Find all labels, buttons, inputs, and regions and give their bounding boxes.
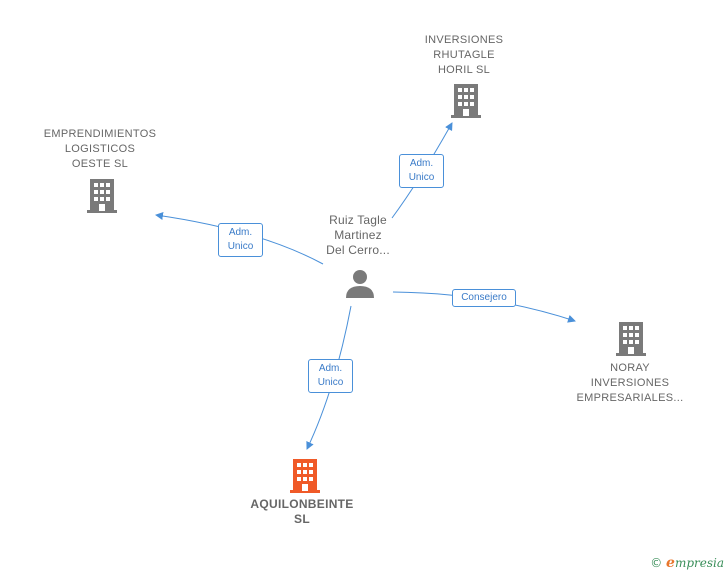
copyright-symbol: ©: [650, 556, 663, 570]
brand-watermark: © empresia: [650, 555, 724, 571]
edge-label-to-emprendimientos[interactable]: Adm. Unico: [218, 223, 263, 257]
person-icon[interactable]: [344, 268, 376, 300]
edge-label-to-inversiones[interactable]: Adm. Unico: [399, 154, 444, 188]
brand-initial: e: [666, 555, 675, 571]
company-label-inversiones[interactable]: INVERSIONES RHUTAGLE HORIL SL: [424, 34, 504, 76]
company-label-emprendimientos[interactable]: EMPRENDIMIENTOS LOGISTICOS OESTE SL: [43, 128, 157, 170]
company-label-aquilon[interactable]: AQUILONBEINTE SL: [250, 497, 354, 526]
person-label[interactable]: Ruiz Tagle Martinez Del Cerro...: [326, 213, 390, 257]
company-label-noray[interactable]: NORAY INVERSIONES EMPRESARIALES...: [576, 362, 684, 404]
building-icon[interactable]: [616, 322, 646, 356]
building-icon[interactable]: [87, 179, 117, 213]
brand-name: mpresia: [674, 556, 724, 570]
edge-label-to-noray[interactable]: Consejero: [452, 289, 516, 307]
building-icon[interactable]: [290, 459, 320, 493]
edge-label-to-aquilon[interactable]: Adm. Unico: [308, 359, 353, 393]
building-icon[interactable]: [451, 84, 481, 118]
